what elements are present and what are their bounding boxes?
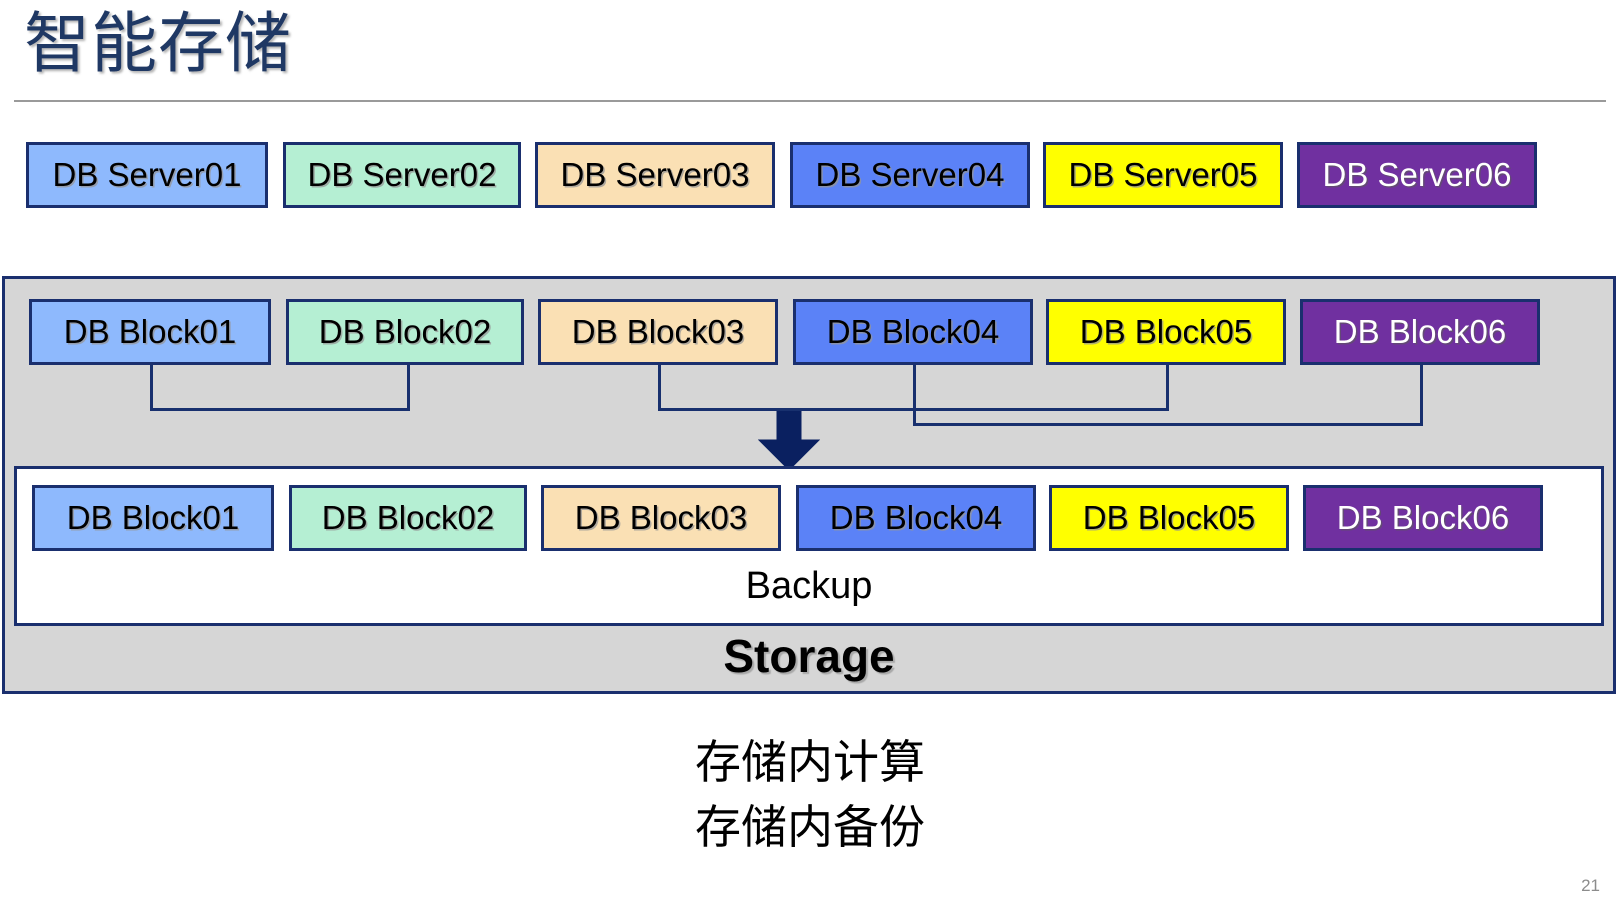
db-server-box-3: DB Server03	[535, 142, 775, 208]
db-backup-block-box-label: DB Block03	[574, 499, 748, 536]
db-block-box-5: DB Block05	[1046, 299, 1286, 365]
db-server-box-label: DB Server02	[307, 156, 497, 193]
connector-segment	[913, 423, 1423, 426]
db-block-box-label: DB Block02	[318, 313, 492, 350]
db-block-box-label: DB Block06	[1333, 313, 1507, 350]
db-block-box-label: DB Block01	[63, 313, 237, 350]
down-arrow-icon	[757, 410, 821, 471]
storage-container: DB Block01 DB Block02 DB Block03 DB Block04…	[2, 276, 1616, 694]
db-block-box-label: DB Block05	[1079, 313, 1253, 350]
title-divider	[14, 100, 1606, 102]
db-server-box-label: DB Server06	[1322, 156, 1512, 193]
db-backup-block-box-label: DB Block05	[1082, 499, 1256, 536]
db-server-box-6: DB Server06	[1297, 142, 1537, 208]
db-block-box-4: DB Block04	[793, 299, 1033, 365]
db-backup-block-box-4: DB Block04	[796, 485, 1036, 551]
db-server-box-4: DB Server04	[790, 142, 1030, 208]
page-title: 智能存储	[24, 6, 292, 80]
db-block-box-label: DB Block04	[826, 313, 1000, 350]
db-backup-block-box-2: DB Block02	[289, 485, 527, 551]
backup-label: Backup	[745, 565, 873, 607]
db-backup-block-box-1: DB Block01	[32, 485, 274, 551]
page-number: 21	[1581, 876, 1600, 895]
connector-segment	[407, 365, 410, 408]
db-backup-block-box-5: DB Block05	[1049, 485, 1289, 551]
db-block-box-6: DB Block06	[1300, 299, 1540, 365]
caption-group: 存储内计算存储内备份	[0, 730, 1620, 861]
connector-segment	[150, 408, 410, 411]
db-backup-block-box-label: DB Block02	[321, 499, 495, 536]
db-backup-block-box-3: DB Block03	[541, 485, 781, 551]
db-server-box-label: DB Server03	[560, 156, 750, 193]
connector-segment	[1166, 365, 1169, 408]
connector-segment	[913, 365, 916, 423]
db-server-box-label: DB Server04	[815, 156, 1005, 193]
db-backup-block-box-label: DB Block06	[1336, 499, 1510, 536]
db-backup-block-box-6: DB Block06	[1303, 485, 1543, 551]
connector-segment	[658, 365, 661, 408]
db-server-box-label: DB Server05	[1068, 156, 1258, 193]
caption-line-2: 存储内备份	[695, 800, 925, 855]
db-server-box-label: DB Server01	[52, 156, 242, 193]
db-block-box-3: DB Block03	[538, 299, 778, 365]
connector-segment	[1420, 365, 1423, 423]
db-backup-block-box-label: DB Block04	[829, 499, 1003, 536]
db-block-box-label: DB Block03	[571, 313, 745, 350]
storage-label: Storage	[723, 630, 895, 682]
db-server-box-5: DB Server05	[1043, 142, 1283, 208]
db-block-box-2: DB Block02	[286, 299, 524, 365]
db-server-box-1: DB Server01	[26, 142, 268, 208]
db-block-box-1: DB Block01	[29, 299, 271, 365]
db-backup-block-box-label: DB Block01	[66, 499, 240, 536]
backup-box: DB Block01 DB Block02 DB Block03 DB Block04…	[14, 466, 1604, 626]
caption-line-1: 存储内计算	[695, 735, 925, 789]
connector-segment	[150, 365, 153, 408]
db-server-box-2: DB Server02	[283, 142, 521, 208]
